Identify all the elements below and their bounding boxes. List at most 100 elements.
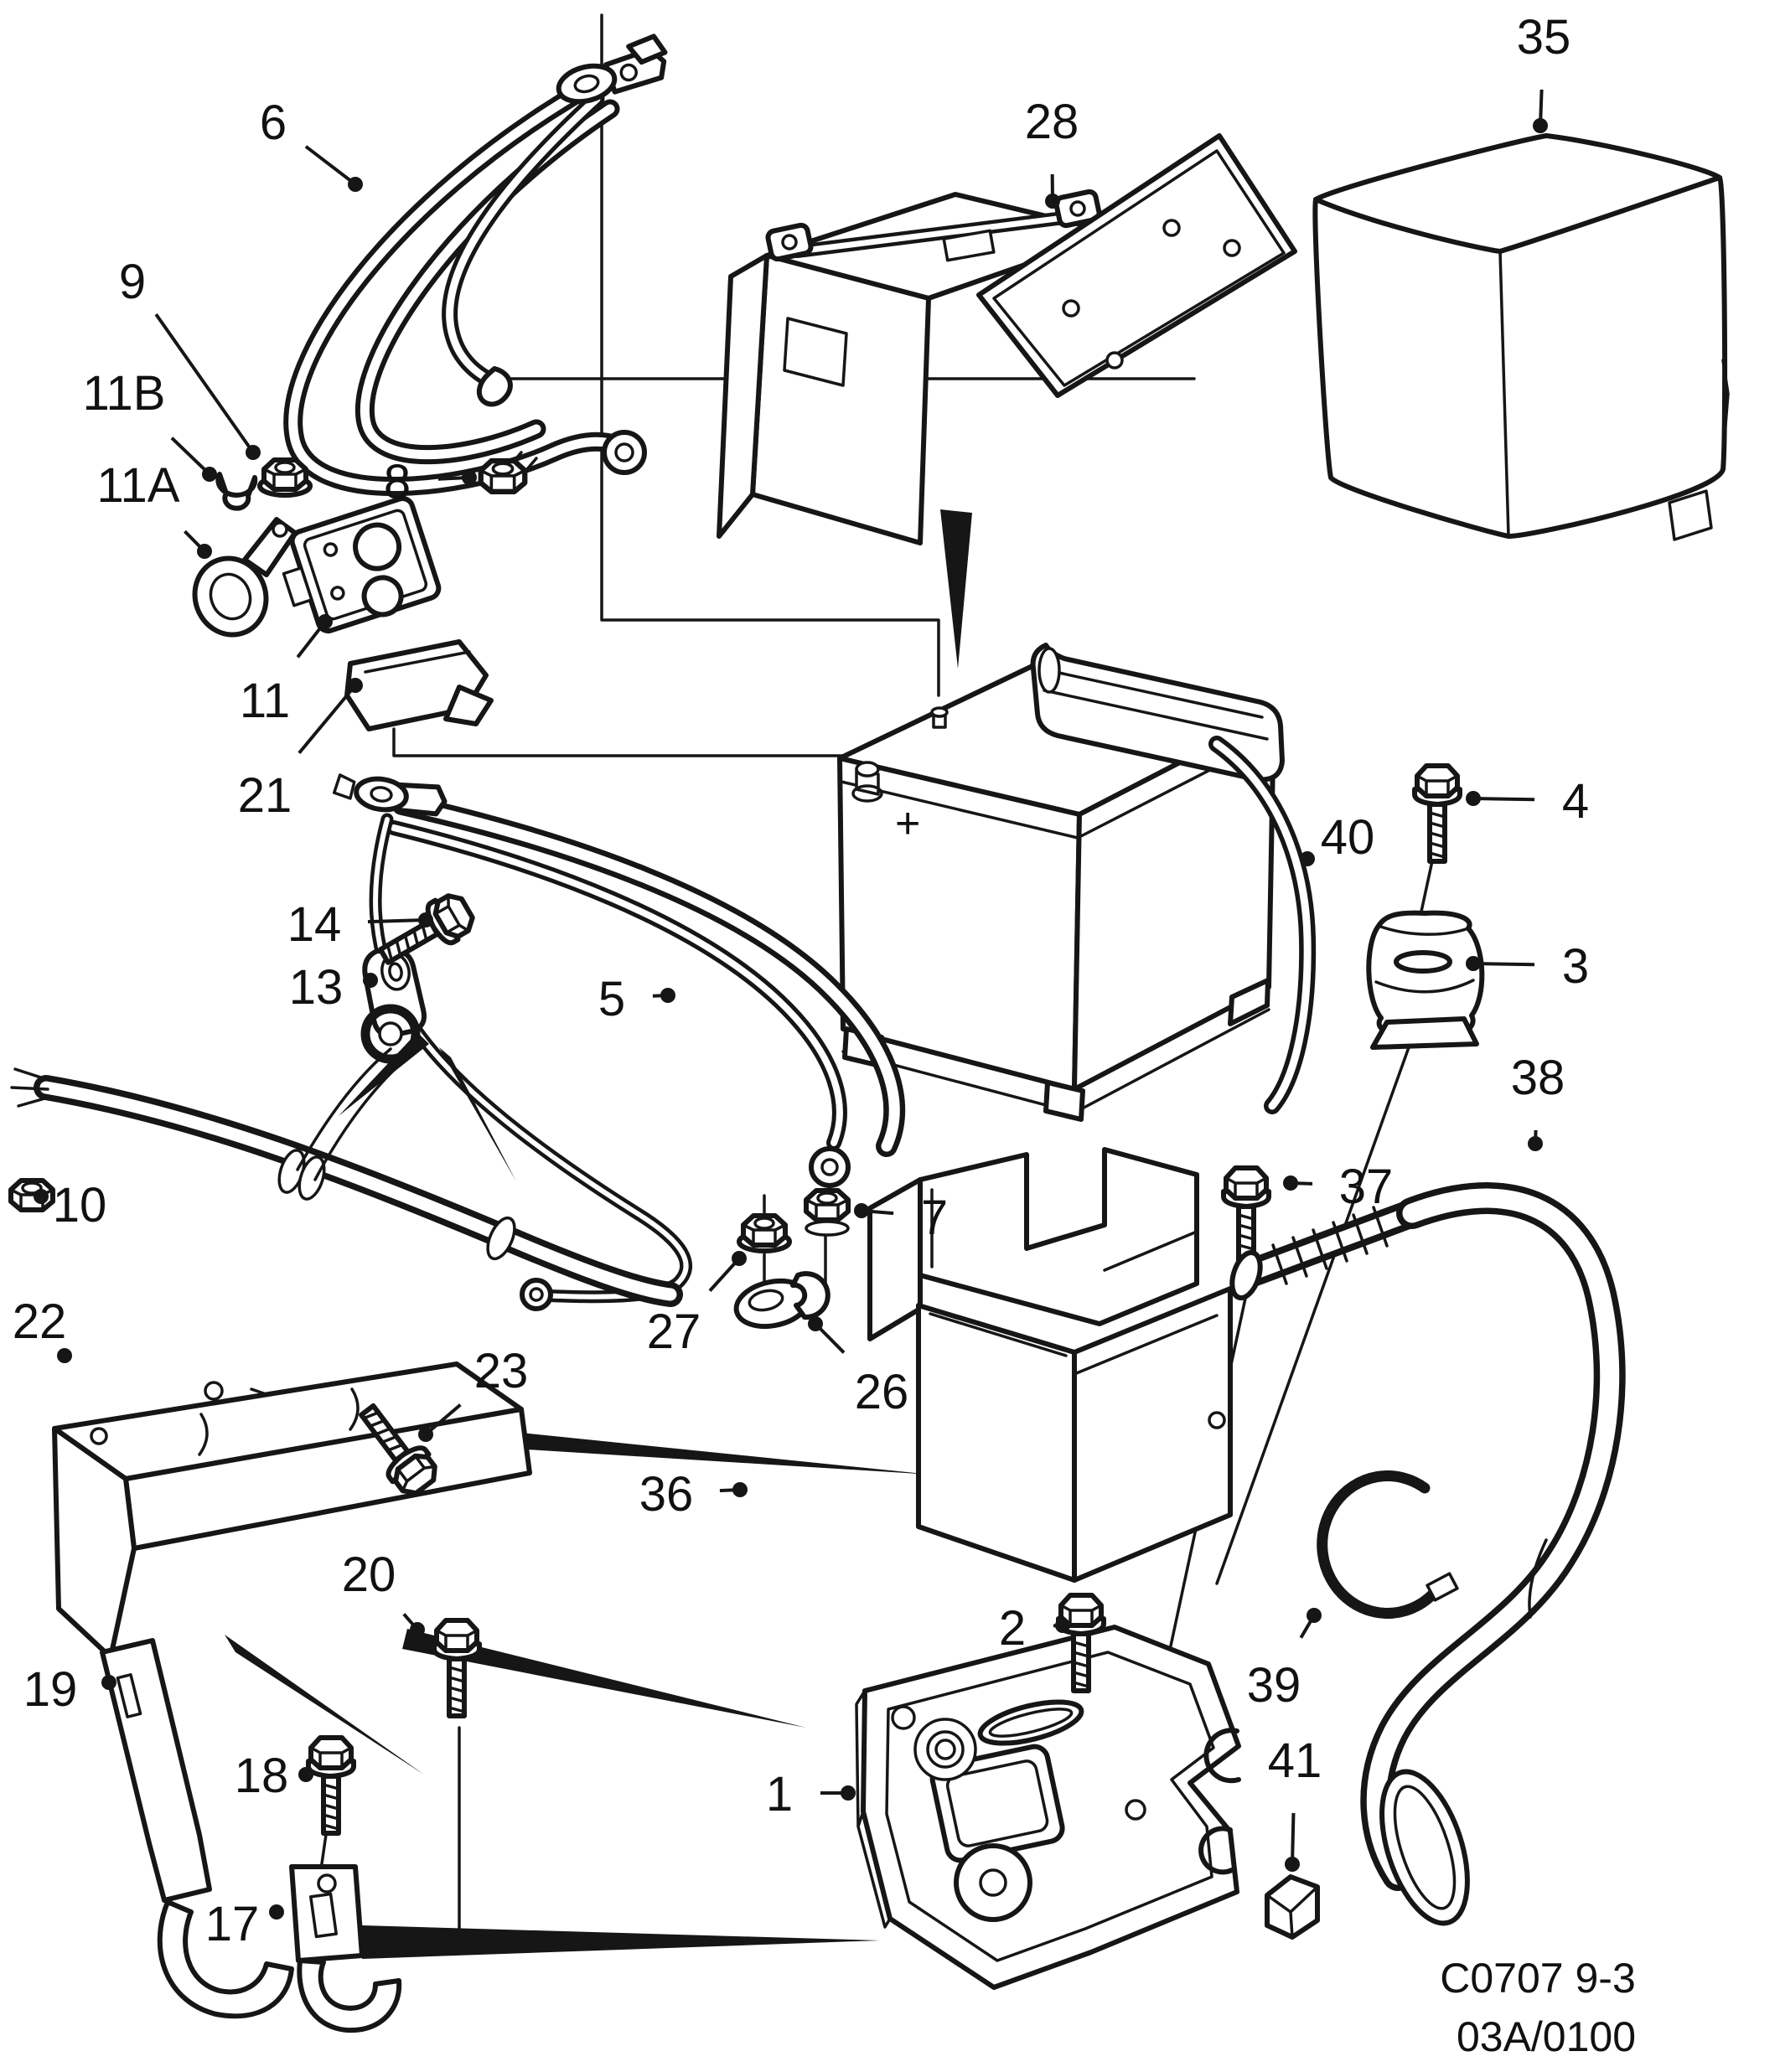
callout-leader xyxy=(1291,1812,1296,1865)
part-clamp-11A xyxy=(192,517,298,638)
callout-dot xyxy=(246,445,261,460)
callout-26: 26 xyxy=(808,1316,908,1419)
arrow-down-right xyxy=(225,1635,424,1775)
callout-dot xyxy=(1055,1618,1070,1633)
callout-20: 20 xyxy=(342,1548,425,1637)
callout-dot xyxy=(660,988,675,1003)
callout-label-36: 36 xyxy=(639,1467,694,1522)
part-battery-box-28 xyxy=(717,133,1297,545)
callout-leader xyxy=(1472,797,1535,802)
callout-dot xyxy=(348,678,363,693)
callout-dot xyxy=(57,1348,72,1363)
part-battery-tray-1 xyxy=(855,1625,1241,1990)
box28-lid xyxy=(976,133,1297,398)
callout-dot xyxy=(202,467,217,482)
cable5-terminal-clamp xyxy=(332,773,448,817)
callout-40: 40 xyxy=(1300,810,1374,866)
part-clip-17 xyxy=(289,1864,402,2033)
cable6-terminal-clamp xyxy=(556,34,668,105)
part-drain-hose-38 xyxy=(1229,1182,1626,1926)
part-bolt-37 xyxy=(1224,1168,1269,1263)
callout-6: 6 xyxy=(260,96,363,192)
arrow-right-to-tray-lower xyxy=(362,1925,880,1959)
part-shield-box-36 xyxy=(867,1147,1233,1583)
callout-dot xyxy=(410,1622,425,1637)
callout-leader xyxy=(304,145,357,186)
callout-13: 13 xyxy=(289,960,378,1015)
callout-3: 3 xyxy=(1466,939,1589,994)
part-terminal-cover-21 xyxy=(344,639,494,731)
callout-dot xyxy=(269,1904,284,1920)
callout-11B: 11B xyxy=(83,366,217,482)
callout-36: 36 xyxy=(639,1467,748,1522)
part-nut-9 xyxy=(260,460,310,495)
callout-dot xyxy=(1466,956,1481,971)
callout-dot xyxy=(34,1189,49,1204)
part-clamp-3 xyxy=(1366,910,1485,1050)
callout-label-41: 41 xyxy=(1268,1734,1322,1788)
callout-27: 27 xyxy=(647,1251,747,1359)
callout-label-18: 18 xyxy=(235,1749,289,1803)
callout-label-2: 2 xyxy=(999,1601,1026,1656)
callout-19: 19 xyxy=(23,1662,116,1717)
cable6-hook xyxy=(476,366,513,407)
leader-cable6-to-battery xyxy=(600,13,940,697)
callout-label-35: 35 xyxy=(1517,10,1571,65)
callout-dot xyxy=(1283,1176,1298,1191)
callout-label-27: 27 xyxy=(647,1305,701,1359)
arrow-right-to-box36 xyxy=(430,1424,932,1475)
part-battery: + xyxy=(837,643,1317,1122)
callout-5: 5 xyxy=(598,972,675,1026)
callout-leader xyxy=(170,437,211,476)
callout-2: 2 xyxy=(999,1601,1070,1656)
arrow-right-to-tray xyxy=(402,1629,806,1728)
drawing-code-line1: C0707 9-3 xyxy=(1440,1955,1636,2002)
callout-dot xyxy=(197,544,212,559)
battery-positive-post xyxy=(851,761,883,803)
part-clip-41 xyxy=(1265,1874,1320,1940)
callout-4: 4 xyxy=(1466,774,1589,829)
callout-21: 21 xyxy=(238,678,363,823)
callout-dot xyxy=(363,973,378,988)
callout-dot xyxy=(1285,1857,1300,1872)
part-clamp-13 xyxy=(360,948,427,1064)
part-bolt-4 xyxy=(1415,766,1460,861)
callout-label-10: 10 xyxy=(53,1178,107,1232)
callout-22: 22 xyxy=(13,1294,72,1363)
battery-rear-terminal-stud xyxy=(930,706,949,729)
callout-label-1: 1 xyxy=(766,1767,793,1821)
callout-9: 9 xyxy=(119,255,261,460)
part-hose-clip-39 xyxy=(1317,1470,1459,1619)
drawing-code-line2: 03A/0100 xyxy=(1457,2013,1636,2060)
callout-label-14: 14 xyxy=(287,897,342,952)
leader-terminal-to-battery-post xyxy=(392,727,858,777)
callout-dot xyxy=(1466,791,1481,806)
callout-dot xyxy=(732,1251,747,1266)
direction-arrows xyxy=(225,509,972,1959)
callout-label-7: 7 xyxy=(921,1191,948,1245)
callout-label-22: 22 xyxy=(13,1294,67,1349)
callout-dot xyxy=(101,1675,116,1690)
part-nut-7-stack xyxy=(806,1191,848,1237)
callout-39: 39 xyxy=(1247,1608,1322,1713)
callout-label-39: 39 xyxy=(1247,1658,1301,1713)
callout-dot xyxy=(298,1767,313,1782)
callout-23: 23 xyxy=(418,1344,528,1442)
callout-dot xyxy=(1528,1136,1543,1151)
part-bolt-20 xyxy=(434,1620,479,1716)
callout-37: 37 xyxy=(1283,1160,1393,1214)
callout-leader xyxy=(154,313,255,454)
callout-14: 14 xyxy=(287,897,433,952)
callout-dot xyxy=(1300,851,1315,866)
callout-label-37: 37 xyxy=(1339,1160,1394,1214)
part-clip-11B xyxy=(215,472,258,511)
callout-17: 17 xyxy=(205,1897,284,1951)
callout-label-23: 23 xyxy=(474,1344,529,1398)
part-bracket-19 xyxy=(100,1638,294,2019)
callout-dot xyxy=(854,1203,869,1218)
part-bolt-14 xyxy=(373,889,479,976)
callout-label-11: 11 xyxy=(240,674,290,728)
callout-label-21: 21 xyxy=(238,768,292,823)
callout-label-11A: 11A xyxy=(97,458,180,513)
callout-label-17: 17 xyxy=(205,1897,260,1951)
